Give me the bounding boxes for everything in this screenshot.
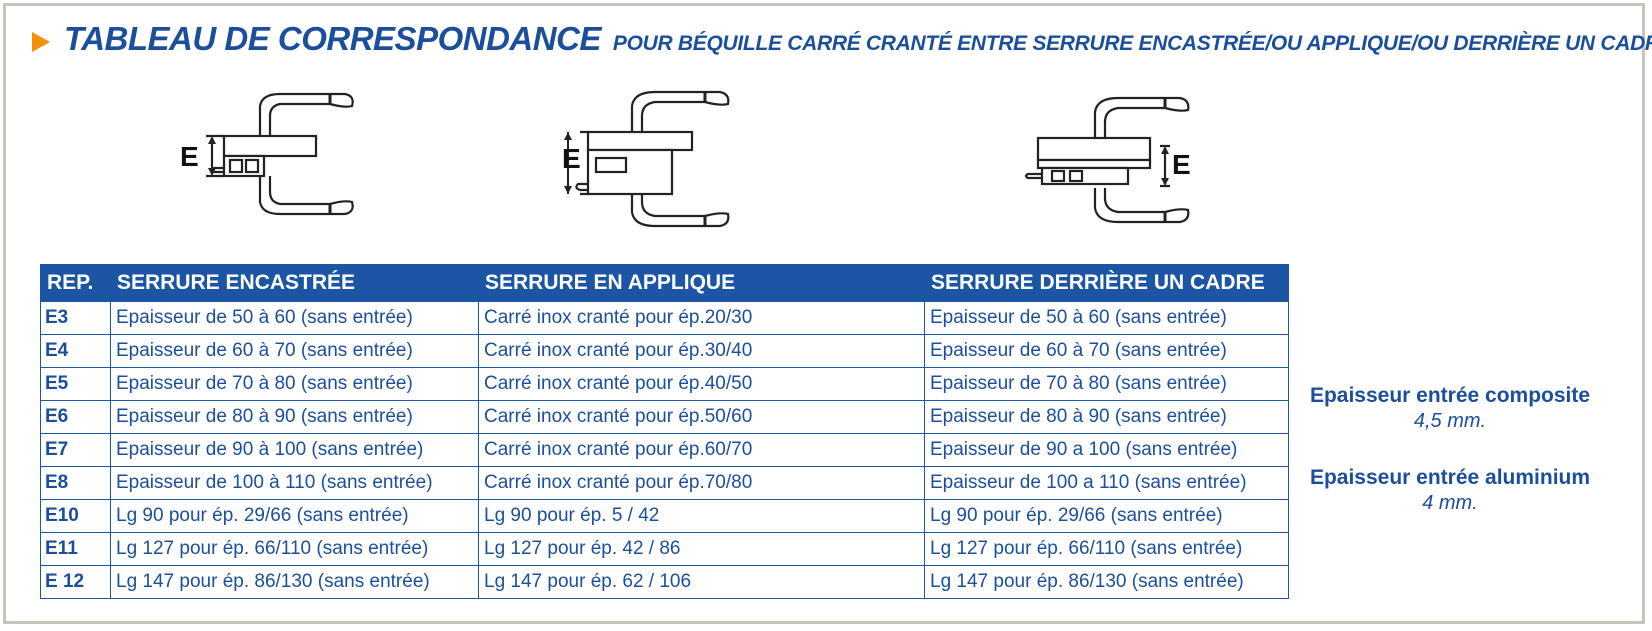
table-row: E5 Epaisseur de 70 à 80 (sans entrée) Ca…: [40, 367, 1289, 401]
table-header-row: REP. SERRURE ENCASTRÉE SERRURE EN APPLIQ…: [40, 264, 1289, 302]
diagram-label: E: [1172, 149, 1191, 180]
cell-cadre: Epaisseur de 90 a 100 (sans entrée): [924, 433, 1289, 467]
cell-encastree: Lg 90 pour ép. 29/66 (sans entrée): [110, 499, 479, 533]
column-header-rep: REP.: [40, 264, 111, 302]
cell-ref: E8: [40, 466, 111, 500]
table-row: E10 Lg 90 pour ép. 29/66 (sans entrée) L…: [40, 499, 1289, 533]
side-note-composite: Epaisseur entrée composite 4,5 mm.: [1305, 384, 1595, 433]
cell-encastree: Lg 147 pour ép. 86/130 (sans entrée): [110, 565, 479, 599]
diagram-label: E: [562, 143, 581, 174]
cell-applique: Lg 147 pour ép. 62 / 106: [478, 565, 925, 599]
table-row: E7 Epaisseur de 90 à 100 (sans entrée) C…: [40, 433, 1289, 467]
cell-cadre: Epaisseur de 80 à 90 (sans entrée): [924, 400, 1289, 434]
cell-ref: E7: [40, 433, 111, 467]
page-frame: [3, 3, 1645, 624]
page-title: TABLEAU DE CORRESPONDANCE: [64, 20, 601, 57]
table-row: E6 Epaisseur de 80 à 90 (sans entrée) Ca…: [40, 400, 1289, 434]
side-note-aluminium: Epaisseur entrée aluminium 4 mm.: [1305, 466, 1595, 515]
cell-encastree: Lg 127 pour ép. 66/110 (sans entrée): [110, 532, 479, 566]
page-subtitle: POUR BÉQUILLE CARRÉ CRANTÉ ENTRE SERRURE…: [612, 32, 1652, 55]
table-row: E11 Lg 127 pour ép. 66/110 (sans entrée)…: [40, 532, 1289, 566]
cell-encastree: Epaisseur de 80 à 90 (sans entrée): [110, 400, 479, 434]
cell-ref: E11: [40, 532, 111, 566]
cell-cadre: Epaisseur de 50 à 60 (sans entrée): [924, 301, 1289, 335]
cell-applique: Carré inox cranté pour ép.30/40: [478, 334, 925, 368]
diagram-label: E: [180, 141, 199, 172]
column-header-serrure-applique: SERRURE EN APPLIQUE: [478, 264, 925, 302]
cell-cadre: Epaisseur de 60 à 70 (sans entrée): [924, 334, 1289, 368]
side-note-value: 4,5 mm.: [1413, 410, 1487, 432]
table-row: E8 Epaisseur de 100 à 110 (sans entrée) …: [40, 466, 1289, 500]
cell-applique: Carré inox cranté pour ép.20/30: [478, 301, 925, 335]
column-header-serrure-cadre: SERRURE DERRIÈRE UN CADRE: [924, 264, 1289, 302]
cell-applique: Carré inox cranté pour ép.60/70: [478, 433, 925, 467]
cell-encastree: Epaisseur de 60 à 70 (sans entrée): [110, 334, 479, 368]
side-note-label: Epaisseur entrée aluminium: [1309, 466, 1591, 489]
cell-cadre: Lg 127 pour ép. 66/110 (sans entrée): [924, 532, 1289, 566]
arrow-right-icon: [32, 31, 50, 52]
cell-encastree: Epaisseur de 100 à 110 (sans entrée): [110, 466, 479, 500]
table-row: E 12 Lg 147 pour ép. 86/130 (sans entrée…: [40, 565, 1289, 599]
cell-encastree: Epaisseur de 70 à 80 (sans entrée): [110, 367, 479, 401]
table-row: E3 Epaisseur de 50 à 60 (sans entrée) Ca…: [40, 301, 1289, 335]
cell-applique: Carré inox cranté pour ép.70/80: [478, 466, 925, 500]
cell-ref: E10: [40, 499, 111, 533]
table-row: E4 Epaisseur de 60 à 70 (sans entrée) Ca…: [40, 334, 1289, 368]
correspondence-table: REP. SERRURE ENCASTRÉE SERRURE EN APPLIQ…: [40, 264, 1289, 599]
column-header-serrure-encastree: SERRURE ENCASTRÉE: [110, 264, 479, 302]
cell-ref: E 12: [40, 565, 111, 599]
cell-encastree: Epaisseur de 50 à 60 (sans entrée): [110, 301, 479, 335]
cell-ref: E6: [40, 400, 111, 434]
cell-cadre: Epaisseur de 70 à 80 (sans entrée): [924, 367, 1289, 401]
diagram-serrure-encastree: E: [180, 92, 354, 216]
cell-ref: E5: [40, 367, 111, 401]
cell-applique: Lg 127 pour ép. 42 / 86: [478, 532, 925, 566]
cell-ref: E3: [40, 301, 111, 335]
cell-cadre: Lg 90 pour ép. 29/66 (sans entrée): [924, 499, 1289, 533]
cell-applique: Lg 90 pour ép. 5 / 42: [478, 499, 925, 533]
side-note-value: 4 mm.: [1422, 492, 1478, 514]
side-note-label: Epaisseur entrée composite: [1309, 384, 1591, 407]
page-header: TABLEAU DE CORRESPONDANCE POUR BÉQUILLE C…: [32, 20, 1652, 58]
cell-cadre: Lg 147 pour ép. 86/130 (sans entrée): [924, 565, 1289, 599]
cell-applique: Carré inox cranté pour ép.50/60: [478, 400, 925, 434]
diagram-serrure-derriere-cadre: E: [1024, 96, 1191, 224]
cell-encastree: Epaisseur de 90 à 100 (sans entrée): [110, 433, 479, 467]
diagram-serrure-applique: E: [562, 90, 730, 228]
cell-ref: E4: [40, 334, 111, 368]
cell-cadre: Epaisseur de 100 a 110 (sans entrée): [924, 466, 1289, 500]
cell-applique: Carré inox cranté pour ép.40/50: [478, 367, 925, 401]
